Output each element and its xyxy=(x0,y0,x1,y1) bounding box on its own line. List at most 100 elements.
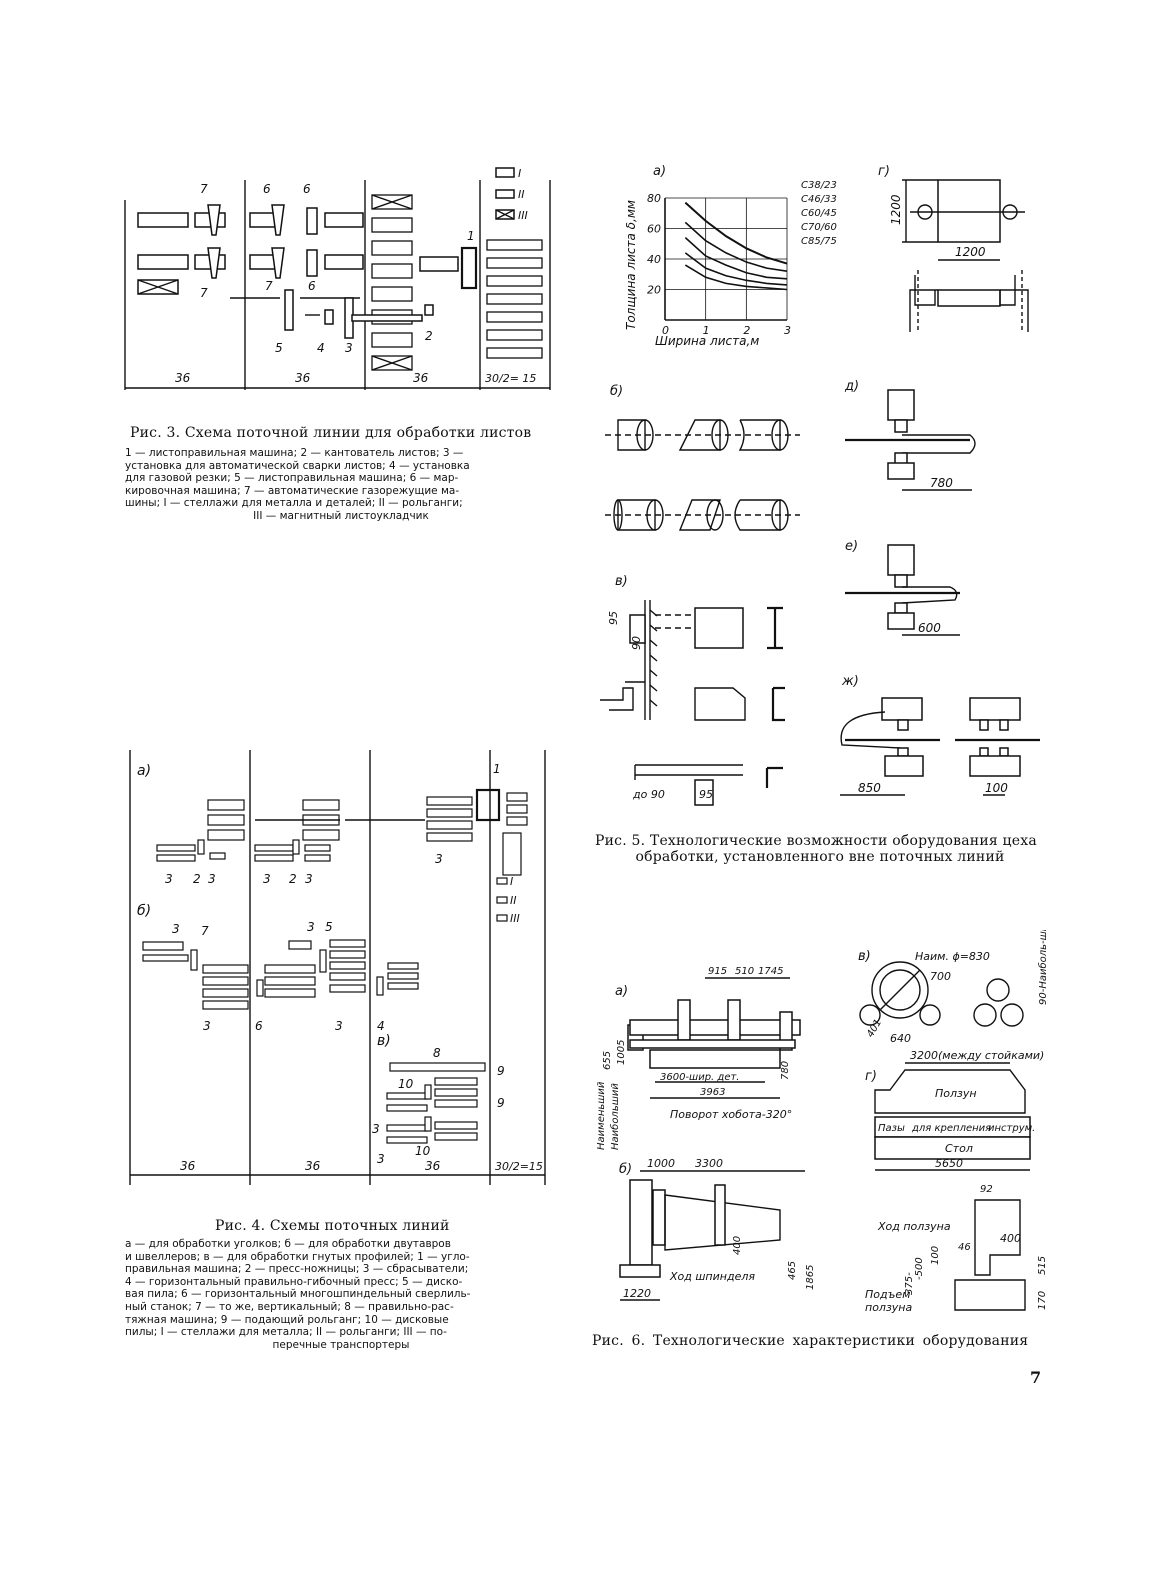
svg-text:3: 3 xyxy=(372,1122,380,1136)
fig5-caption-title: Рис. 5. Технологические возможности обор… xyxy=(595,833,1037,865)
fig5-series-label: С85/75 xyxy=(801,236,837,247)
svg-text:Ползун: Ползун xyxy=(935,1087,977,1100)
svg-text:9: 9 xyxy=(497,1064,505,1078)
fig5-series-line xyxy=(684,201,788,265)
svg-text:46: 46 xyxy=(958,1242,971,1253)
svg-text:375-: 375- xyxy=(904,1272,915,1295)
svg-text:3: 3 xyxy=(307,920,315,934)
fig3-label: 1 xyxy=(467,229,475,243)
fig4-sub-a: а) xyxy=(137,763,151,779)
fig5-series-line xyxy=(684,264,788,291)
fig5-series-line xyxy=(684,252,788,286)
svg-text:1745: 1745 xyxy=(758,966,783,977)
fig6-section-diagram: 92 Ход ползуна 400 100 46 515 375- -500 … xyxy=(865,1184,1048,1314)
svg-text:400: 400 xyxy=(732,1236,743,1255)
svg-text:3: 3 xyxy=(203,1019,211,1033)
fig5-xtick: 3 xyxy=(784,324,791,337)
fig3-label: 7 xyxy=(265,279,273,293)
fig3-label: 7 xyxy=(200,286,208,300)
fig3-diagram: I II III 7 6 6 7 7 6 1 2 3 4 5 36 36 36 … xyxy=(124,167,551,390)
svg-text:915: 915 xyxy=(708,966,727,977)
svg-text:2: 2 xyxy=(193,872,201,886)
svg-text:Подъем: Подъем xyxy=(865,1288,910,1301)
fig5-dim-100: 100 xyxy=(985,781,1008,795)
fig6-caption-title: Рис. 6. Технологические характеристики о… xyxy=(592,1333,1029,1349)
svg-text:100: 100 xyxy=(930,1246,941,1265)
fig5-g-diagram: г) 1200 1200 xyxy=(878,164,1029,332)
fig3-legend-I: I xyxy=(518,167,521,180)
svg-text:1220: 1220 xyxy=(623,1287,651,1300)
svg-text:Поворот хобота-320°: Поворот хобота-320° xyxy=(670,1108,792,1121)
fig5-chart-title: а) xyxy=(653,164,666,179)
fig6-a-diagram: а) 915 510 1745 655 1005 780 Наименьший … xyxy=(596,966,801,1150)
svg-text:1000: 1000 xyxy=(647,1157,675,1170)
svg-text:1: 1 xyxy=(493,762,501,776)
svg-text:465: 465 xyxy=(787,1261,798,1280)
fig5-dim-1200b: 1200 xyxy=(955,245,986,259)
fig3-dim: 36 xyxy=(413,371,429,385)
fig5-xlabel: Ширина листа,м xyxy=(655,334,759,348)
fig3-caption-title: Рис. 3. Схема поточной линии для обработ… xyxy=(130,425,532,441)
svg-text:Наим. ϕ=830: Наим. ϕ=830 xyxy=(915,950,990,963)
fig5-sub-b: б) xyxy=(610,384,623,399)
fig3-label: 5 xyxy=(275,341,283,355)
svg-text:1005: 1005 xyxy=(616,1040,627,1065)
svg-text:3300: 3300 xyxy=(695,1157,723,1170)
fig5-series-label: С38/23 xyxy=(801,180,837,191)
svg-text:9: 9 xyxy=(497,1096,505,1110)
fig4-legend-III: III xyxy=(510,912,520,925)
fig4-caption-title: Рис. 4. Схемы поточных линий xyxy=(215,1218,450,1234)
fig3-dim: 30/2= 15 xyxy=(485,372,536,385)
fig6-b-diagram: б) 1000 3300 1220 Ход шпинделя 400 465 1… xyxy=(619,1157,816,1301)
fig5-series-line xyxy=(684,237,788,280)
svg-text:3: 3 xyxy=(172,922,180,936)
svg-text:3: 3 xyxy=(263,872,271,886)
fig3-label: 2 xyxy=(425,329,433,343)
svg-text:8: 8 xyxy=(433,1046,441,1060)
svg-text:655: 655 xyxy=(602,1051,613,1070)
fig4-sub-v: в) xyxy=(377,1033,391,1049)
fig6-g-diagram: г) 3200(между стойками) Ползун Пазы для … xyxy=(865,1049,1044,1171)
svg-text:10: 10 xyxy=(398,1077,414,1091)
svg-text:3: 3 xyxy=(208,872,216,886)
svg-text:400: 400 xyxy=(1000,1232,1021,1245)
fig6-sub-b: б) xyxy=(619,1162,632,1177)
svg-text:401: 401 xyxy=(865,1017,884,1039)
svg-text:5650: 5650 xyxy=(935,1157,963,1170)
fig4-legend-I: I xyxy=(510,875,513,888)
svg-text:3: 3 xyxy=(165,872,173,886)
svg-text:3: 3 xyxy=(335,1019,343,1033)
svg-text:170: 170 xyxy=(1037,1291,1048,1310)
svg-text:Пазы: Пазы xyxy=(878,1123,905,1134)
fig5-sub-d: д) xyxy=(844,379,859,394)
svg-text:10: 10 xyxy=(415,1144,431,1158)
svg-text:инструм.: инструм. xyxy=(988,1123,1035,1134)
svg-text:Стол: Стол xyxy=(945,1142,973,1155)
svg-text:Ход ползуна: Ход ползуна xyxy=(877,1220,951,1233)
svg-text:-500: -500 xyxy=(914,1257,925,1280)
fig3-legend-II: II xyxy=(518,188,525,201)
fig3-label: 7 xyxy=(200,182,208,196)
fig5-ytick: 40 xyxy=(647,253,661,266)
fig5-xtick: 1 xyxy=(703,324,710,337)
fig5-ylabel: Толщина листа δ,мм xyxy=(624,200,638,330)
fig5-series-label: С60/45 xyxy=(801,208,837,219)
fig4-dim: 36 xyxy=(425,1159,441,1173)
svg-text:515: 515 xyxy=(1037,1256,1048,1275)
fig5-zh-diagram: ж) 850 100 xyxy=(840,674,1040,796)
fig5-dim-780: 780 xyxy=(930,476,953,490)
fig5-sub-e: е) xyxy=(845,539,858,554)
svg-text:640: 640 xyxy=(890,1032,911,1045)
fig3-dim: 36 xyxy=(295,371,311,385)
fig5-dim-95b: 95 xyxy=(699,788,713,801)
svg-text:3: 3 xyxy=(305,872,313,886)
svg-text:3200(между стойками): 3200(между стойками) xyxy=(910,1049,1044,1062)
svg-text:3600-шир. дет.: 3600-шир. дет. xyxy=(660,1072,739,1083)
fig3-label: 6 xyxy=(308,279,316,293)
svg-text:780: 780 xyxy=(780,1061,791,1080)
fig3-label: 3 xyxy=(345,341,353,355)
svg-text:2: 2 xyxy=(289,872,297,886)
fig5-d-diagram: д) 780 xyxy=(844,379,976,491)
fig4-dim: 36 xyxy=(305,1159,321,1173)
